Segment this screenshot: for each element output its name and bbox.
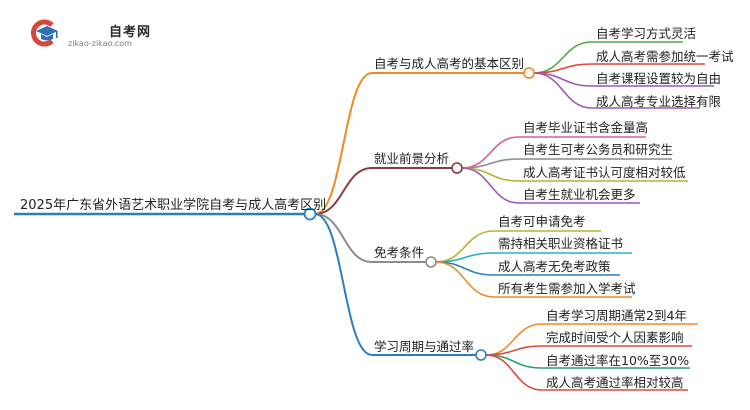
branch-connector [314,213,373,356]
branch-label: 免考条件 [374,245,425,260]
leaf-label: 成人高考证书认可度相对较低 [523,165,686,180]
logo-url: zikao-zikao.com [68,39,132,48]
leaf-label: 需持相关职业资格证书 [498,236,624,251]
leaf-label: 自考课程设置较为自由 [596,71,722,86]
leaf-connector [533,72,593,109]
branch-connector [314,167,373,215]
branch-label: 学习周期与通过率 [374,339,475,354]
site-logo[interactable]: 自考网 zikao-zikao.com [30,16,170,52]
leaf-label: 所有考生需参加入学考试 [498,281,636,296]
leaf-label: 自考学习周期通常2到4年 [546,308,687,323]
graduation-cap-icon [31,19,58,47]
leaf-label: 自考可申请免考 [498,214,586,229]
leaf-label: 成人高考需参加统一考试 [596,49,734,64]
leaf-label: 自考生就业机会更多 [523,187,636,202]
branch-node [425,256,437,268]
leaf-label: 自考毕业证书含金量高 [523,120,649,135]
leaf-connector [435,261,495,298]
logo-title: 自考网 [109,25,152,40]
leaf-connector [485,354,543,391]
branch-node [523,67,535,79]
branch-connector [314,213,373,263]
root-topic: 2025年广东省外语艺术职业学院自考与成人高考区别 [20,198,327,213]
leaf-label: 成人高考专业选择有限 [596,94,722,109]
branch-node [475,349,487,361]
leaf-label: 自考通过率在10%至30% [546,353,690,368]
leaf-connector [461,167,520,204]
root-node [303,207,317,221]
leaf-label: 自考学习方式灵活 [596,26,697,41]
leaf-label: 自考生可考公务员和研究生 [523,142,674,157]
leaf-label: 成人高考无免考政策 [498,259,611,274]
leaf-label: 成人高考通过率相对较高 [546,375,684,390]
branch-connector [314,72,373,215]
branch-label: 自考与成人高考的基本区别 [374,56,525,71]
leaf-label: 完成时间受个人因素影响 [546,330,684,345]
branch-label: 就业前景分析 [374,151,450,166]
branch-node [451,162,463,174]
